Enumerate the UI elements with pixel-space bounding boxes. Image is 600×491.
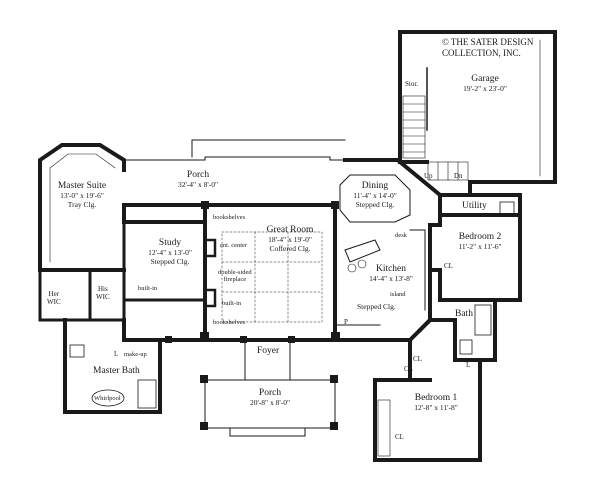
copyright-notice: © THE SATER DESIGN COLLECTION, INC. [442, 37, 533, 59]
kitchen-dims: 14'-4" x 13'-8" [369, 273, 413, 283]
rear-porch [123, 139, 346, 161]
whirlpool-tub [91, 389, 125, 407]
bedroom1-closet-b-label: CL [395, 433, 404, 441]
master-suite-name: Master Suite [57, 181, 107, 191]
dining-label: Dining 11'-4" x 14'-0" Stepped Clg. [342, 181, 408, 209]
copyright-line-1: © THE SATER DESIGN [442, 37, 534, 47]
bedroom1-name: Bedroom 1 [414, 393, 458, 403]
utility-label: Utility [462, 201, 487, 211]
dining-walls [339, 174, 411, 223]
dining-note: Stepped Clg. [355, 199, 395, 209]
bedroom2-closet-label: CL [444, 262, 453, 270]
bookshelves-bottom-note: bookshelves [213, 319, 246, 326]
front-porch-dims: 20'-8" x 8'-0" [249, 397, 291, 407]
stairs-down-label: Dn [454, 172, 463, 180]
island-note: island [390, 291, 406, 298]
utility-walls [438, 180, 522, 217]
bedroom1-walls [373, 338, 482, 462]
dining-name: Dining [361, 181, 389, 191]
whirlpool-label: Whirlpool [94, 395, 121, 402]
study-label: Study 12'-4" x 13'-0" Stepped Clg. [140, 238, 200, 266]
study-name: Study [158, 238, 182, 248]
kitchen-note: Stepped Clg. [357, 302, 396, 311]
desk-note: desk [395, 232, 407, 239]
master-bath-walls [63, 318, 172, 414]
pantry-label: P [344, 318, 348, 326]
garage-name: Garage [471, 74, 499, 84]
bath-label: Bath [455, 309, 473, 319]
fireplace [203, 238, 217, 308]
bedroom2-walls [428, 213, 522, 302]
master-suite-walls [38, 143, 126, 272]
bath-closet-label: CL [404, 365, 413, 373]
front-porch [204, 379, 336, 437]
foyer-walls [244, 339, 291, 381]
garage-label: Garage 19'-2" x 23'-0" [440, 74, 530, 94]
front-porch-label: Porch 20'-8" x 8'-0" [230, 388, 310, 408]
kitchen-label: Kitchen 14'-4" x 13'-8" [358, 264, 424, 284]
bookshelves-top-note: bookshelves [213, 214, 246, 221]
bath-walls [417, 298, 497, 362]
built-in-gr-note: built-in [222, 300, 242, 307]
master-bath-label: Master Bath [93, 366, 140, 376]
rear-porch-label: Porch 32'-4" x 8'-0" [158, 170, 238, 190]
kitchen-name: Kitchen [375, 264, 407, 274]
kitchen-counters [334, 229, 426, 326]
bath-linen-label: L [466, 361, 471, 369]
foyer-label: Foyer [257, 346, 280, 356]
built-in-study-note: built-in [138, 285, 158, 292]
her-wic-label: Her WIC [47, 290, 61, 307]
rear-porch-dims: 32'-4" x 8'-0" [177, 179, 219, 189]
wic-walls [38, 268, 126, 322]
great-room-dims: 18'-4" x 19'-0" [268, 234, 312, 244]
front-columns [165, 201, 340, 430]
copyright-line-2: COLLECTION, INC. [442, 47, 521, 58]
great-room-note: Coffered Clg. [269, 243, 311, 253]
bedroom2-name: Bedroom 2 [458, 232, 502, 242]
coffered-ceiling [221, 231, 323, 323]
bedroom2-label: Bedroom 2 11'-2" x 11'-6" [450, 232, 510, 252]
master-suite-label: Master Suite 13'-0" x 19'-6" Tray Clg. [44, 181, 120, 209]
fireplace-note: double-sided fireplace [218, 269, 252, 284]
great-room-name: Great Room [266, 225, 314, 235]
his-wic-label: His WIC [96, 285, 110, 302]
dining-dims: 11'-4" x 14'-0" [353, 190, 397, 200]
study-dims: 12'-4" x 13'-0" [148, 247, 192, 257]
bedroom1-dims: 12'-8" x 11'-8" [414, 402, 458, 412]
storage-label: Stor. [405, 80, 419, 88]
garage-dims: 19'-2" x 23'-0" [463, 83, 507, 93]
bedroom1-label: Bedroom 1 12'-8" x 11'-8" [403, 393, 469, 413]
ent-center-note: ent. center [220, 242, 248, 249]
bedroom2-dims: 11'-2" x 11'-6" [458, 241, 502, 251]
master-suite-dims: 13'-0" x 19'-6" [60, 190, 104, 200]
bedroom1-closet-a-label: CL [413, 355, 422, 363]
steps-to-garage [427, 161, 469, 181]
master-linen-label: L [114, 350, 119, 358]
rear-porch-name: Porch [186, 170, 210, 180]
master-suite-note: Tray Clg. [67, 199, 97, 209]
garage-stairs [402, 95, 426, 159]
make-up-note: make-up [124, 351, 147, 358]
study-note: Stepped Clg. [150, 256, 190, 266]
great-room-label: Great Room 18'-4" x 19'-0" Coffered Clg. [250, 225, 330, 253]
front-porch-name: Porch [258, 388, 282, 398]
stairs-up-label: Up [424, 172, 433, 180]
